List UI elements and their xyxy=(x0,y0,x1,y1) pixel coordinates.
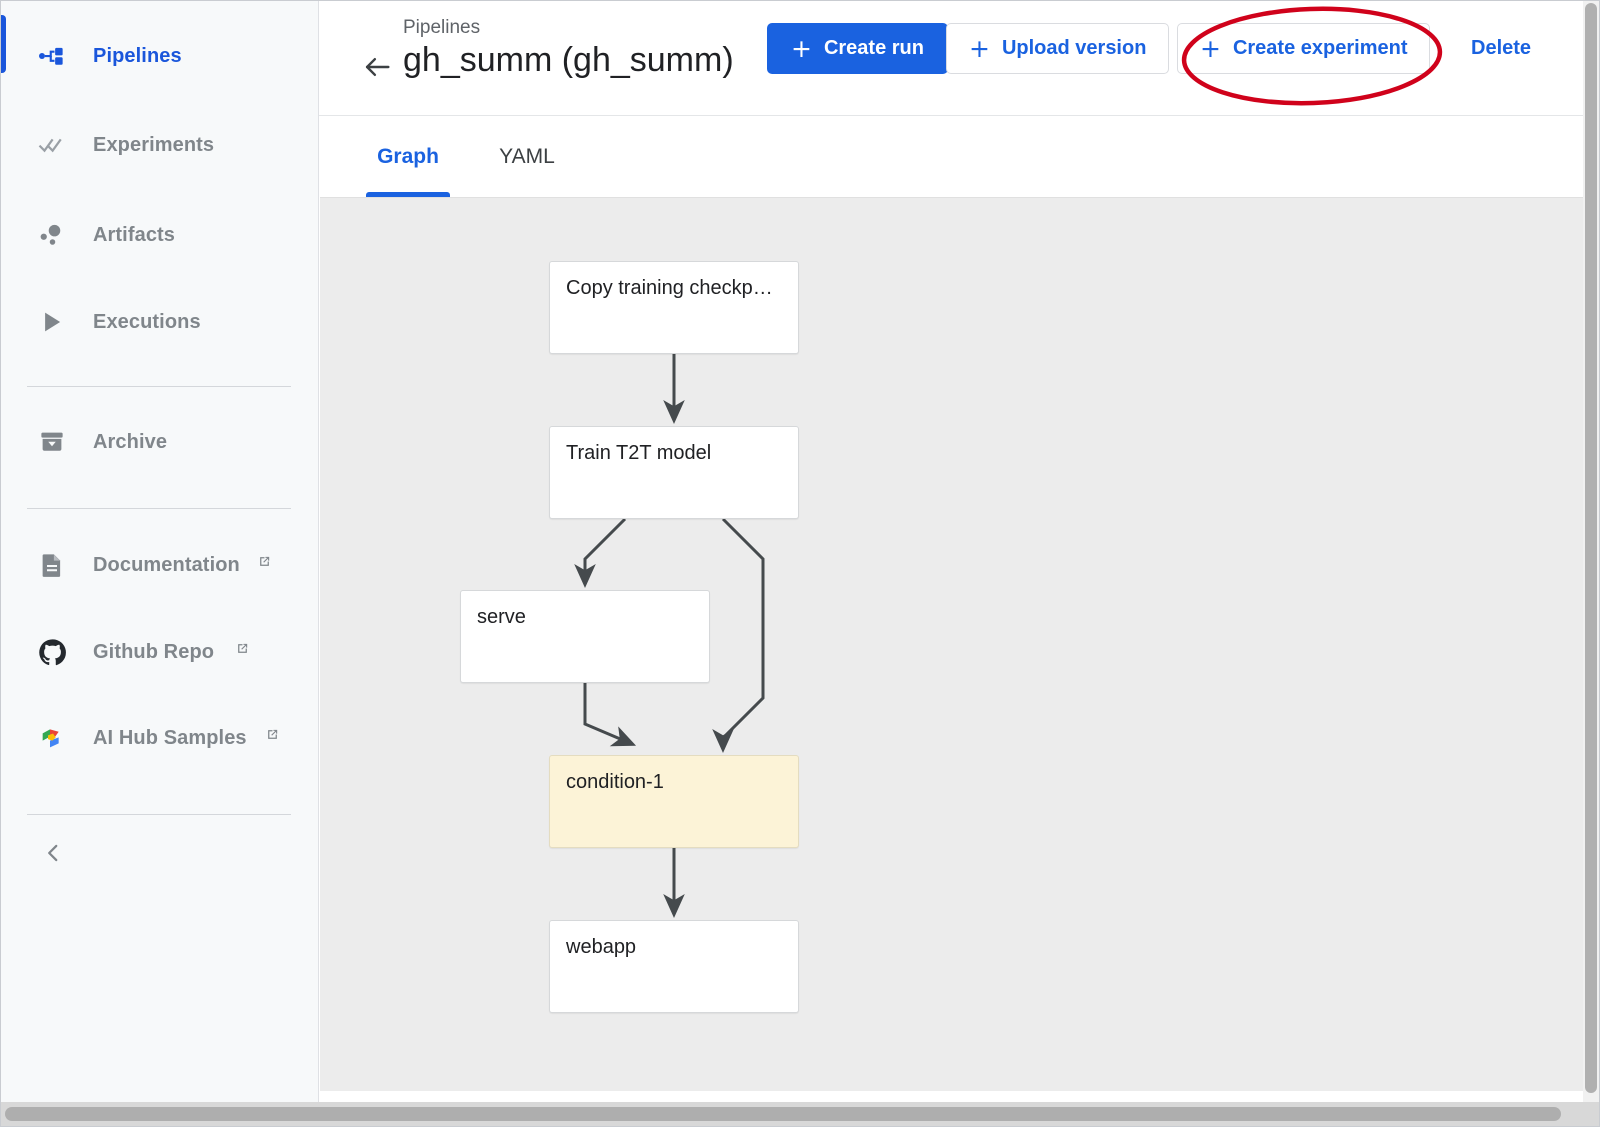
external-link-icon xyxy=(265,727,280,746)
graph-node-label: Copy training checkp… xyxy=(566,277,773,299)
graph-node-label: serve xyxy=(477,606,526,628)
tab-yaml-label: YAML xyxy=(499,145,555,168)
delete-button[interactable]: Delete xyxy=(1461,23,1541,74)
edge-train-serve xyxy=(574,517,627,588)
plus-icon: + xyxy=(969,34,990,63)
create-run-button[interactable]: + Create run xyxy=(767,23,948,74)
archive-icon xyxy=(33,423,71,461)
sidebar-item-artifacts[interactable]: Artifacts xyxy=(1,206,319,264)
sidebar-item-pipelines[interactable]: Pipelines xyxy=(1,27,319,85)
sidebar-divider-2 xyxy=(27,508,291,509)
graph-node-label: webapp xyxy=(566,936,637,958)
edge-train-condition xyxy=(712,517,765,753)
graph-node-webapp[interactable]: webapp xyxy=(549,920,799,1013)
main-content: Pipelines gh_summ (gh_summ) + Create run… xyxy=(319,1,1599,1102)
sidebar-item-label: Artifacts xyxy=(93,223,176,246)
page-title: gh_summ (gh_summ) xyxy=(403,41,734,79)
edge-serve-condition xyxy=(583,683,637,747)
experiments-icon xyxy=(33,126,71,164)
plus-icon: + xyxy=(1200,34,1221,63)
pipeline-graph-canvas[interactable]: Copy training checkp… Train T2T model se… xyxy=(320,197,1597,1091)
sidebar-item-archive[interactable]: Archive xyxy=(1,413,319,471)
sidebar-divider-3 xyxy=(27,814,291,815)
vertical-scrollbar-thumb[interactable] xyxy=(1585,3,1597,1093)
graph-node-label: Train T2T model xyxy=(566,442,712,464)
delete-label: Delete xyxy=(1471,37,1532,59)
graph-node-serve[interactable]: serve xyxy=(460,590,710,683)
sidebar-divider-1 xyxy=(27,386,291,387)
back-button[interactable] xyxy=(357,49,397,89)
tab-graph-label: Graph xyxy=(377,145,439,168)
sidebar-collapse-button[interactable] xyxy=(31,833,75,877)
sidebar-item-experiments[interactable]: Experiments xyxy=(1,116,319,174)
sidebar: Pipelines Experiments Artifacts xyxy=(1,1,319,1102)
sidebar-item-label: AI Hub Samples xyxy=(93,726,247,749)
graph-node-train-t2t-model[interactable]: Train T2T model xyxy=(549,426,799,519)
aihub-icon xyxy=(33,719,71,757)
pipelines-icon xyxy=(33,37,71,75)
github-icon xyxy=(33,633,71,671)
plus-icon: + xyxy=(791,34,812,63)
breadcrumb[interactable]: Pipelines xyxy=(403,17,481,38)
external-link-icon xyxy=(235,641,250,660)
upload-version-button[interactable]: + Upload version xyxy=(946,23,1170,74)
sidebar-item-label: Github Repo xyxy=(93,640,215,663)
tab-bar: Graph YAML xyxy=(319,117,1599,197)
sidebar-item-ai-hub-samples[interactable]: AI Hub Samples xyxy=(1,709,319,767)
tab-yaml[interactable]: YAML xyxy=(482,117,572,197)
sidebar-item-label: Pipelines xyxy=(93,44,182,67)
back-arrow-icon xyxy=(360,50,394,89)
vertical-scrollbar[interactable] xyxy=(1583,1,1599,1102)
tab-graph[interactable]: Graph xyxy=(366,117,450,197)
chevron-left-icon xyxy=(40,840,66,871)
sidebar-active-indicator xyxy=(1,15,6,73)
sidebar-item-label: Experiments xyxy=(93,133,215,156)
tab-active-underline xyxy=(366,192,450,197)
sidebar-item-documentation[interactable]: Documentation xyxy=(1,536,319,594)
horizontal-scrollbar[interactable] xyxy=(1,1102,1599,1126)
artifacts-icon xyxy=(33,216,71,254)
horizontal-scrollbar-thumb[interactable] xyxy=(5,1107,1561,1121)
page-header: Pipelines gh_summ (gh_summ) + Create run… xyxy=(319,1,1599,116)
external-link-icon xyxy=(257,554,272,573)
create-experiment-label: Create experiment xyxy=(1232,37,1408,59)
graph-node-label: condition-1 xyxy=(566,771,664,793)
sidebar-item-label: Documentation xyxy=(93,553,240,576)
sidebar-item-label: Executions xyxy=(93,310,201,333)
sidebar-item-label: Archive xyxy=(93,430,168,453)
create-run-label: Create run xyxy=(823,37,924,59)
sidebar-item-executions[interactable]: Executions xyxy=(1,293,319,351)
create-experiment-button[interactable]: + Create experiment xyxy=(1177,23,1431,74)
graph-node-copy-training-checkpoint[interactable]: Copy training checkp… xyxy=(549,261,799,354)
upload-version-label: Upload version xyxy=(1001,37,1147,59)
executions-icon xyxy=(33,303,71,341)
graph-node-condition-1[interactable]: condition-1 xyxy=(549,755,799,848)
documentation-icon xyxy=(33,546,71,584)
sidebar-item-github-repo[interactable]: Github Repo xyxy=(1,623,319,681)
